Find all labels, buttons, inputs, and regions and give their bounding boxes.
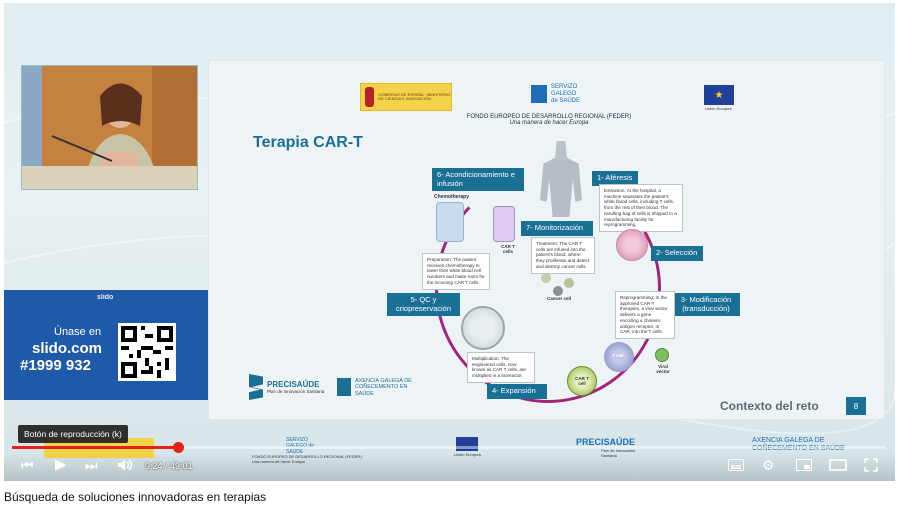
- theater-mode-icon[interactable]: [829, 459, 847, 473]
- cancer-cell-icon: [553, 286, 563, 296]
- car-t-cell-label: CAR T cell: [575, 376, 589, 386]
- slido-panel: slido Únase en slido.com #1999 932: [4, 290, 210, 400]
- step-7: 7- Monitorización: [521, 221, 593, 236]
- eu-flag-icon: ★: [704, 85, 734, 105]
- sergas-line2: GALEGO: [551, 90, 577, 97]
- time-display: 9:24 / 49:01: [145, 461, 193, 471]
- speaker-video: [21, 65, 198, 190]
- step-6: 6- Acondicionamiento e infusión: [432, 168, 524, 192]
- note-treatment: Treatment: The CAR T cells are infused i…: [531, 237, 595, 274]
- progress-bar[interactable]: [12, 442, 886, 453]
- footer-eu-flag-icon: [456, 437, 478, 451]
- qr-code-icon[interactable]: [118, 323, 176, 381]
- viral-vector-label: Viral vector: [656, 364, 670, 374]
- footer-eu-label: Unión Europea: [454, 452, 481, 458]
- footer-precisaude: PRECISAÚDE: [576, 437, 636, 447]
- slido-brand: slido: [97, 294, 114, 301]
- bioreactor-icon: [461, 306, 505, 350]
- cell-icon: [541, 273, 551, 283]
- subtitles-icon[interactable]: [728, 459, 744, 473]
- volume-icon[interactable]: [117, 458, 133, 474]
- step-4: 4- Expansión: [487, 384, 547, 399]
- step-1: 1- Aféresis: [592, 171, 638, 186]
- axencia-logo: AXENCIA GALEGA DE COÑECEMENTO EN SAÚDE: [337, 378, 425, 397]
- car-t-bag-label: CAR T cells: [501, 244, 515, 254]
- precisaude-mark-icon: [249, 374, 263, 400]
- footer-feder: FONDO EUROPEO DE DESARROLLO REGIONAL (FE…: [252, 454, 362, 465]
- viral-vector-icon: [655, 348, 669, 362]
- video-logo-strip: SERVIZO GALEGO de SAÚDE FONDO EUROPEO DE…: [4, 433, 895, 465]
- play-button-tooltip: Botón de reproducción (k): [18, 425, 128, 443]
- car-t-bag-icon: [493, 206, 515, 242]
- step-2: 2- Selección: [651, 246, 703, 261]
- t-cell-label: T cell: [612, 353, 624, 358]
- slido-join-label: Únase en: [54, 326, 102, 338]
- slido-code: #1999 932: [20, 357, 91, 374]
- footer-axencia: AXENCIA GALEGA DE COÑECEMENTO EN SAÚDE: [752, 437, 845, 453]
- step-5: 5- QC y criopreservación: [387, 293, 460, 317]
- note-reprogramming: Reprogramming: In the approved CAR-T the…: [615, 291, 675, 340]
- gobierno-espana-logo: GOBIERNO DE ESPAÑA · MINISTERIO DE CIENC…: [360, 83, 452, 111]
- t-cell-icon: [604, 342, 634, 372]
- sergas-line1: SERVIZO: [551, 84, 578, 90]
- spain-crest-icon: [365, 87, 375, 107]
- note-preparation: Preparation: The patient receives chemot…: [422, 253, 490, 290]
- settings-gear-icon[interactable]: ⚙: [762, 457, 775, 473]
- feder-line2: Una manera de hacer Europa: [509, 120, 589, 126]
- presentation-slide: GOBIERNO DE ESPAÑA · MINISTERIO DE CIENC…: [208, 60, 885, 420]
- slido-url[interactable]: slido.com: [32, 340, 103, 357]
- progress-fill: [12, 446, 179, 449]
- player-controls: [4, 453, 895, 481]
- eu-label: Unión Europea: [705, 106, 732, 111]
- cancer-cell-label: Cancer cell: [547, 296, 572, 301]
- fullscreen-icon[interactable]: [864, 458, 878, 474]
- note-multiplication: Multiplication: The engineered cells, no…: [467, 352, 535, 383]
- feder-line1: FONDO EUROPEO DE DESARROLLO REGIONAL (FE…: [466, 114, 632, 120]
- car-t-cell-icon: [567, 366, 597, 396]
- chemotherapy-bag-icon: [436, 202, 464, 242]
- feder-text: FONDO EUROPEO DE DESARROLLO REGIONAL (FE…: [449, 114, 649, 126]
- selected-cells-icon: [616, 229, 648, 261]
- miniplayer-icon[interactable]: [796, 459, 812, 473]
- footer-sergas: SERVIZO GALEGO de SAÚDE: [286, 437, 315, 455]
- previous-icon[interactable]: ⏮: [21, 457, 34, 473]
- footer-precisaude-sub: Plan de Innovación Sanitaria: [601, 448, 636, 457]
- sergas-line3: de SAÚDE: [551, 97, 581, 104]
- video-player[interactable]: slido Únase en slido.com #1999 932: [4, 3, 895, 481]
- sergas-mark-icon: [531, 85, 547, 104]
- precisaude-logo: PRECISAÚDE Plan de Innovación Sanitaria: [249, 374, 324, 400]
- video-title: Búsqueda de soluciones innovadoras en te…: [4, 490, 267, 504]
- sergas-logo: SERVIZO GALEGO de SAÚDE: [531, 84, 580, 105]
- footer-feder-line2: Una manera de hacer Europa: [252, 459, 362, 465]
- note-extraction: Extraction: At the hospital, a machine s…: [599, 184, 683, 233]
- axencia-text: AXENCIA GALEGA DE COÑECEMENTO EN SAÚDE: [355, 378, 412, 397]
- slide-page-number: 8: [846, 397, 866, 415]
- footer-feder-line1: FONDO EUROPEO DE DESARROLLO REGIONAL (FE…: [252, 454, 362, 459]
- precisaude-title: PRECISAÚDE: [267, 380, 320, 389]
- next-icon[interactable]: ⏭: [85, 457, 98, 473]
- axencia-mark-icon: [337, 378, 351, 397]
- cell-icon: [564, 278, 574, 288]
- slide-title: Terapia CAR-T: [253, 134, 363, 151]
- precisaude-sub: Plan de Innovación Sanitaria: [267, 389, 325, 394]
- context-label: Contexto del reto: [720, 399, 819, 413]
- progress-scrubber[interactable]: [173, 442, 185, 453]
- step-3: 3- Modificación (transducción): [672, 293, 740, 317]
- play-button[interactable]: ▶: [55, 456, 67, 473]
- gov-logo-text: GOBIERNO DE ESPAÑA · MINISTERIO DE CIENC…: [378, 91, 451, 101]
- chemotherapy-label: Chemotherapy: [434, 194, 470, 200]
